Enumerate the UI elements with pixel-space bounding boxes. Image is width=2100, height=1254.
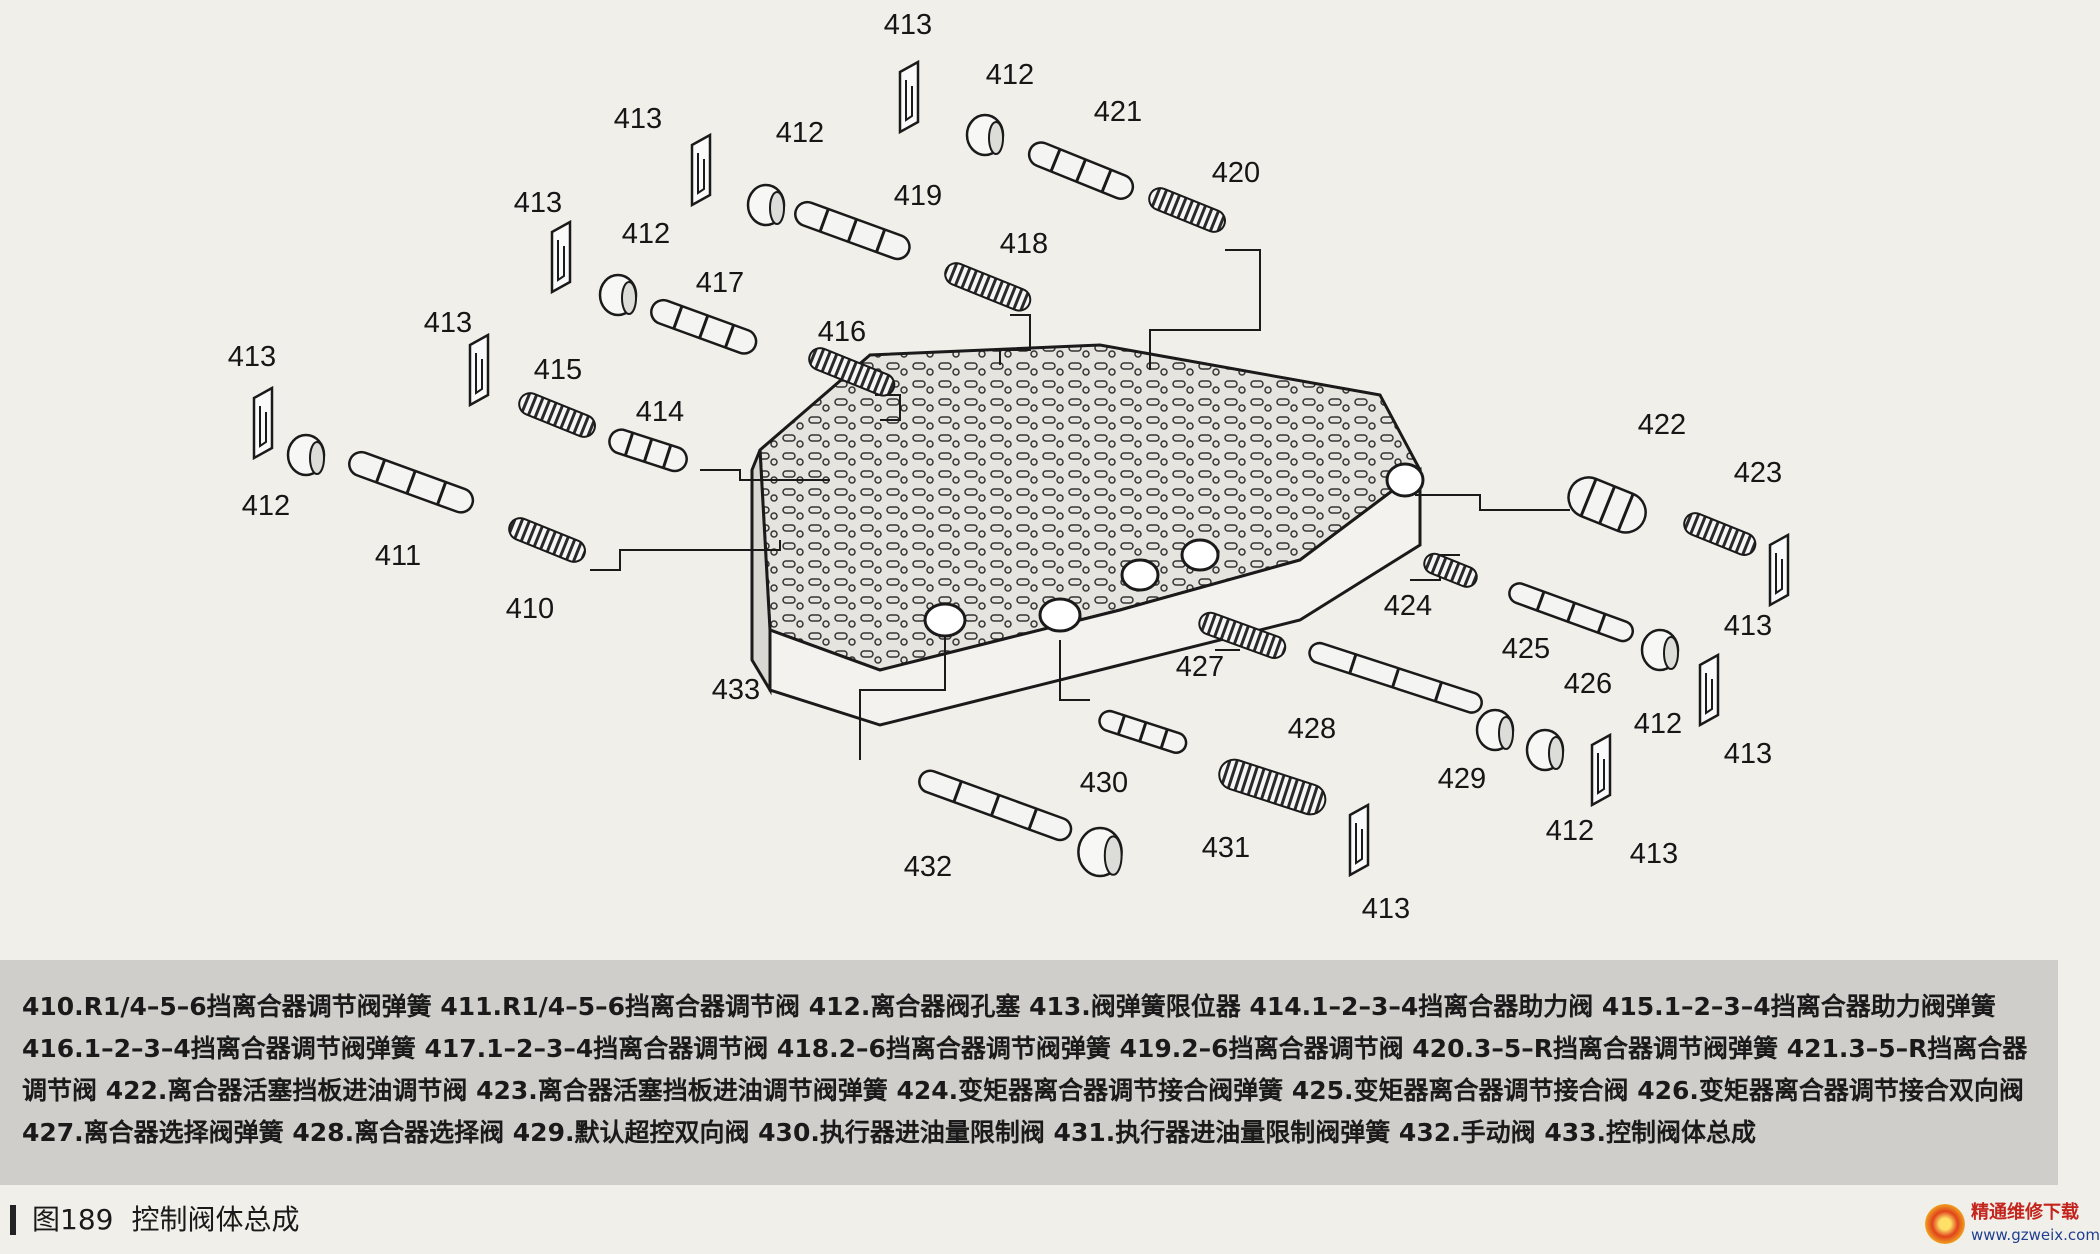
retainer-clip xyxy=(1590,732,1612,808)
callout-label: 413 xyxy=(884,9,932,41)
callout-label: 413 xyxy=(424,307,472,339)
bore-plug xyxy=(1640,628,1680,672)
callout-label: 428 xyxy=(1288,713,1336,745)
callout-label: 430 xyxy=(1080,767,1128,799)
valve-spool xyxy=(1308,641,1483,714)
callout-label: 429 xyxy=(1438,763,1486,795)
callout-label: 413 xyxy=(614,103,662,135)
valve-spring xyxy=(1148,187,1226,233)
watermark-logo: 精通维修下载 www.gzweix.com xyxy=(1925,1196,2100,1252)
callout-label: 431 xyxy=(1202,832,1250,864)
callout-labels: 413 412 421 420 413 412 419 418 413 412 417 416 413 4… xyxy=(228,9,1782,925)
retainer-clip xyxy=(1348,802,1370,878)
bore-plug xyxy=(1475,708,1515,752)
valve-spring xyxy=(508,517,586,563)
callout-label: 412 xyxy=(1634,708,1682,740)
callout-label: 433 xyxy=(712,674,760,706)
valve-spool xyxy=(1027,141,1135,200)
callout-label: 412 xyxy=(986,59,1034,91)
callout-label: 432 xyxy=(904,851,952,883)
callout-label: 416 xyxy=(818,316,866,348)
callout-label: 412 xyxy=(242,490,290,522)
callout-label: 419 xyxy=(894,180,942,212)
callout-label: 413 xyxy=(1362,893,1410,925)
valve-spring xyxy=(518,392,596,438)
logo-icon xyxy=(1925,1204,1965,1244)
watermark-url: www.gzweix.com xyxy=(1971,1226,2100,1244)
valve-spool xyxy=(1508,582,1635,643)
callout-label: 425 xyxy=(1502,633,1550,665)
callout-label: 412 xyxy=(622,218,670,250)
valve-spring xyxy=(1198,611,1287,660)
callout-label: 413 xyxy=(1724,738,1772,770)
bore-plug xyxy=(746,183,786,227)
callout-label: 411 xyxy=(375,540,421,572)
retainer-clip xyxy=(1768,532,1790,608)
callout-label: 413 xyxy=(1724,610,1772,642)
parts-legend-text: 410.R1/4–5–6挡离合器调节阀弹簧 411.R1/4–5–6挡离合器调节… xyxy=(22,992,2028,1147)
valve-spool xyxy=(650,298,758,355)
callout-label: 423 xyxy=(1734,457,1782,489)
retainer-clip xyxy=(690,132,712,208)
callout-label: 427 xyxy=(1176,651,1224,683)
callout-label: 413 xyxy=(1630,838,1678,870)
callout-label: 424 xyxy=(1384,590,1432,622)
callout-label: 418 xyxy=(1000,228,1048,260)
callout-label: 413 xyxy=(228,341,276,373)
callout-label: 421 xyxy=(1094,96,1142,128)
valve-spool xyxy=(794,200,911,261)
bore-plug xyxy=(965,113,1005,157)
retainer-clip xyxy=(898,59,920,135)
retainer-clip xyxy=(1698,652,1720,728)
callout-label: 412 xyxy=(1546,815,1594,847)
valve-spring xyxy=(1683,512,1757,556)
control-valve-body xyxy=(750,343,1425,727)
figure-caption: 控制阀体总成 xyxy=(131,1203,300,1236)
figure-title: 图189 控制阀体总成 xyxy=(10,1198,299,1242)
bore-plug xyxy=(598,273,638,317)
valve-parts xyxy=(252,59,1790,878)
callout-label: 413 xyxy=(514,187,562,219)
bore-plug xyxy=(1525,728,1565,772)
callout-label: 410 xyxy=(506,593,554,625)
valve-spool xyxy=(608,428,688,473)
valve-spring xyxy=(1423,552,1478,588)
valve-spool xyxy=(918,769,1073,842)
callout-label: 426 xyxy=(1564,668,1612,700)
watermark-name: 精通维修下载 xyxy=(1971,1202,2079,1223)
valve-spool xyxy=(348,450,475,514)
retainer-clip xyxy=(252,385,274,461)
figure-number: 图189 xyxy=(32,1203,114,1236)
retainer-clip xyxy=(550,219,572,295)
bore-plug xyxy=(286,433,326,477)
valve-spool xyxy=(1098,709,1188,754)
callout-label: 422 xyxy=(1638,409,1686,441)
parts-legend: 410.R1/4–5–6挡离合器调节阀弹簧 411.R1/4–5–6挡离合器调节… xyxy=(0,960,2058,1185)
valve-spring xyxy=(944,262,1032,312)
title-bar xyxy=(10,1205,16,1235)
manual-valve-knob xyxy=(1077,826,1123,878)
callout-label: 414 xyxy=(636,396,684,428)
callout-label: 420 xyxy=(1212,157,1260,189)
valve-spool xyxy=(1567,476,1647,534)
retainer-clip xyxy=(468,332,490,408)
valve-spring xyxy=(808,347,896,397)
callout-label: 417 xyxy=(696,267,744,299)
exploded-valve-body-diagram: 413 412 421 420 413 412 419 418 413 412 417 416 413 4… xyxy=(228,9,1790,925)
valve-spring xyxy=(1218,758,1327,816)
callout-label: 412 xyxy=(776,117,824,149)
callout-label: 415 xyxy=(534,354,582,386)
